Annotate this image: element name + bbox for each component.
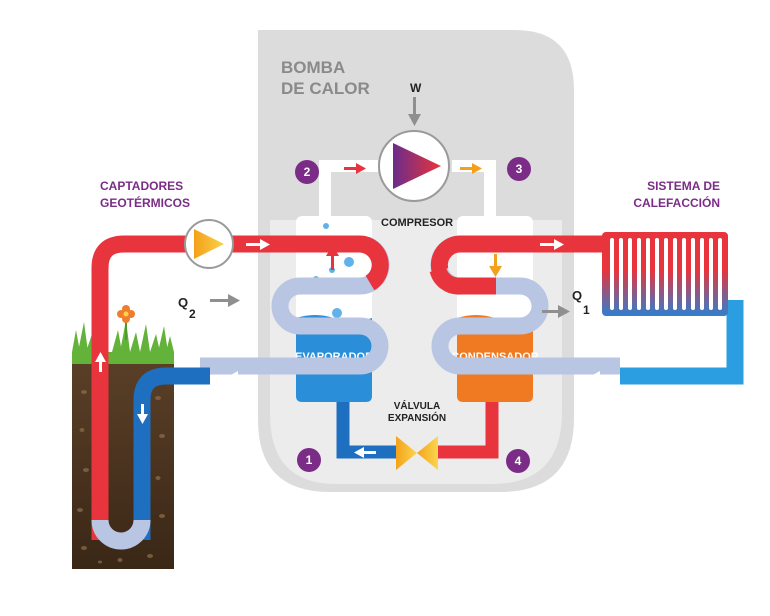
flow-arrow-2-icon — [344, 163, 366, 174]
supply-arrow-right-icon — [246, 239, 270, 250]
work-arrow-icon — [408, 97, 421, 126]
step-badge-3: 3 — [507, 157, 531, 181]
valve-label-line2: EXPANSIÓN — [388, 411, 446, 424]
ground-collectors-label-line2: GEOTÉRMICOS — [100, 195, 190, 210]
svg-text:3: 3 — [516, 162, 523, 176]
heating-return-arrow-icon — [590, 371, 614, 382]
q2-subscript: 2 — [189, 307, 196, 321]
flow-arrow-1-icon — [354, 447, 376, 458]
valve-label-line1: VÁLVULA — [394, 399, 440, 412]
q1-subscript: 1 — [583, 303, 590, 317]
q1-letter: Q — [572, 288, 582, 303]
flow-arrow-3-icon — [460, 163, 482, 174]
heat-pump-title-line1: BOMBA — [281, 58, 345, 77]
step-badge-1: 1 — [297, 448, 321, 472]
ground-up-arrow-icon — [95, 352, 106, 372]
work-label: W — [410, 81, 422, 95]
radiator-icon — [602, 232, 728, 316]
q1-arrow-icon — [542, 305, 570, 318]
svg-text:1: 1 — [306, 453, 313, 467]
expansion-loop — [336, 402, 499, 459]
heating-supply-arrow-icon — [540, 239, 564, 250]
ground-pump — [184, 219, 234, 269]
compressor-label: COMPRESOR — [381, 217, 453, 229]
heating-system-label-line2: CALEFACCIÓN — [633, 195, 720, 210]
q2-arrow-icon — [210, 294, 240, 307]
svg-text:4: 4 — [515, 454, 522, 468]
compressor — [378, 130, 450, 202]
svg-text:2: 2 — [304, 165, 311, 179]
flower-icon — [117, 305, 135, 340]
grass — [72, 320, 174, 364]
expansion-valve-icon — [396, 436, 438, 470]
falling-arrow-icon — [489, 254, 502, 277]
q2-letter: Q — [178, 295, 188, 310]
ground-loop — [91, 235, 330, 550]
ground-down-arrow-icon — [137, 404, 148, 424]
heating-system-label-line1: SISTEMA DE — [647, 179, 720, 193]
ground-collectors-label-line1: CAPTADORES — [100, 179, 183, 193]
heat-pump-title-line2: DE CALOR — [281, 79, 370, 98]
return-arrow-left-icon — [228, 371, 252, 382]
step-badge-4: 4 — [506, 449, 530, 473]
step-badge-2: 2 — [295, 160, 319, 184]
